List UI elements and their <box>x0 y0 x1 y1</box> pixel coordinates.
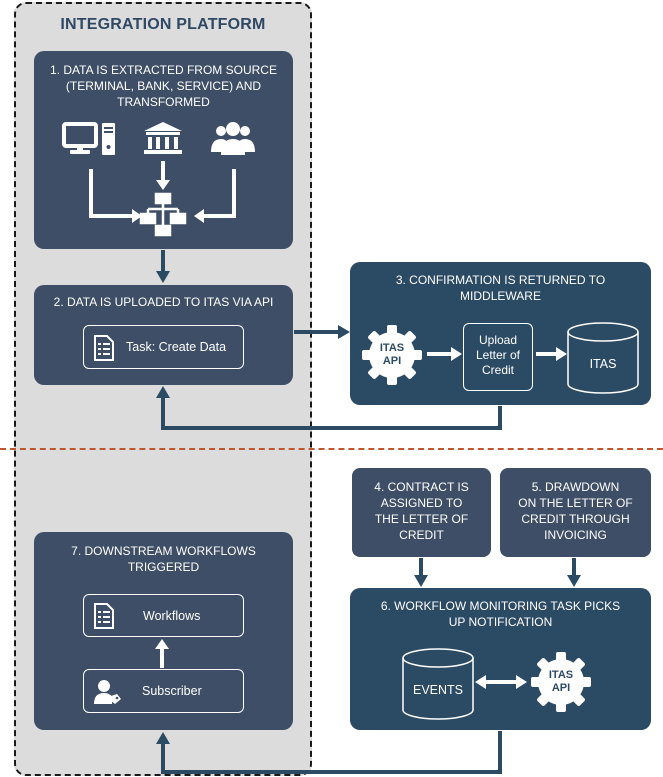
subscriber-label: Subscriber <box>142 684 202 698</box>
checklist-icon <box>94 603 114 629</box>
bank-icon <box>144 122 182 154</box>
itas-database: ITAS <box>567 322 639 394</box>
itas-api-label-2: ITAS API <box>548 669 574 694</box>
database-icon <box>567 322 639 394</box>
step3-title: 3. CONFIRMATION IS RETURNED TO MIDDLEWAR… <box>395 273 606 303</box>
upload-letter-of-credit: Upload Letter of Credit <box>463 323 533 391</box>
step7-box: 7. DOWNSTREAM WORKFLOWS TRIGGERED Workfl… <box>34 532 293 730</box>
step3-box: 3. CONFIRMATION IS RETURNED TO MIDDLEWAR… <box>350 262 651 405</box>
gear-icon <box>362 325 422 385</box>
step5-box: 5. DRAWDOWN ON THE LETTER OF CREDIT THRO… <box>500 468 651 557</box>
step1-flow-arrows <box>89 161 236 223</box>
step6-box: 6. WORKFLOW MONITORING TASK PICKS UP NOT… <box>350 588 651 730</box>
checklist-icon <box>94 335 114 361</box>
network-icon <box>139 192 187 237</box>
section-divider <box>0 448 663 450</box>
database-icon <box>402 648 474 720</box>
arrow-step3-to-step2 <box>161 398 502 430</box>
subscriber-box: Subscriber <box>83 669 244 713</box>
step2-title: 2. DATA IS UPLOADED TO ITAS VIA API <box>53 295 274 309</box>
events-database: EVENTS <box>402 648 474 720</box>
upload-label: Upload Letter of Credit <box>475 333 521 377</box>
step2-box: 2. DATA IS UPLOADED TO ITAS VIA API Task… <box>34 285 293 385</box>
workflows-box: Workflows <box>83 594 244 637</box>
step1-box: 1. DATA IS EXTRACTED FROM SOURCE (TERMIN… <box>34 51 293 249</box>
step1-title: 1. DATA IS EXTRACTED FROM SOURCE (TERMIN… <box>50 63 277 109</box>
itas-api-gear: ITAS API <box>361 324 423 386</box>
db-label: ITAS <box>589 357 617 371</box>
task-label: Task: Create Data <box>126 340 227 354</box>
step6-title: 6. WORKFLOW MONITORING TASK PICKS UP NOT… <box>380 599 621 629</box>
subscriber-icon <box>94 680 121 704</box>
step4-title: 4. CONTRACT IS ASSIGNED TO THE LETTER OF… <box>374 480 469 542</box>
events-label: EVENTS <box>412 683 463 697</box>
task-create-data: Task: Create Data <box>83 325 244 369</box>
computer-icon <box>62 122 115 155</box>
step5-title: 5. DRAWDOWN ON THE LETTER OF CREDIT THRO… <box>518 480 633 542</box>
subscriber-to-workflows-arrow <box>155 639 169 668</box>
step4-box: 4. CONTRACT IS ASSIGNED TO THE LETTER OF… <box>352 468 491 557</box>
gear-icon <box>531 652 591 712</box>
platform-title: INTEGRATION PLATFORM <box>60 16 266 33</box>
itas-api-label: ITAS API <box>379 342 405 367</box>
users-icon <box>211 122 255 155</box>
step7-title: 7. DOWNSTREAM WORKFLOWS TRIGGERED <box>71 544 256 574</box>
workflows-label: Workflows <box>143 608 201 623</box>
arrow-step6-to-step7 <box>161 731 502 774</box>
itas-api-gear-2: ITAS API <box>530 651 592 713</box>
